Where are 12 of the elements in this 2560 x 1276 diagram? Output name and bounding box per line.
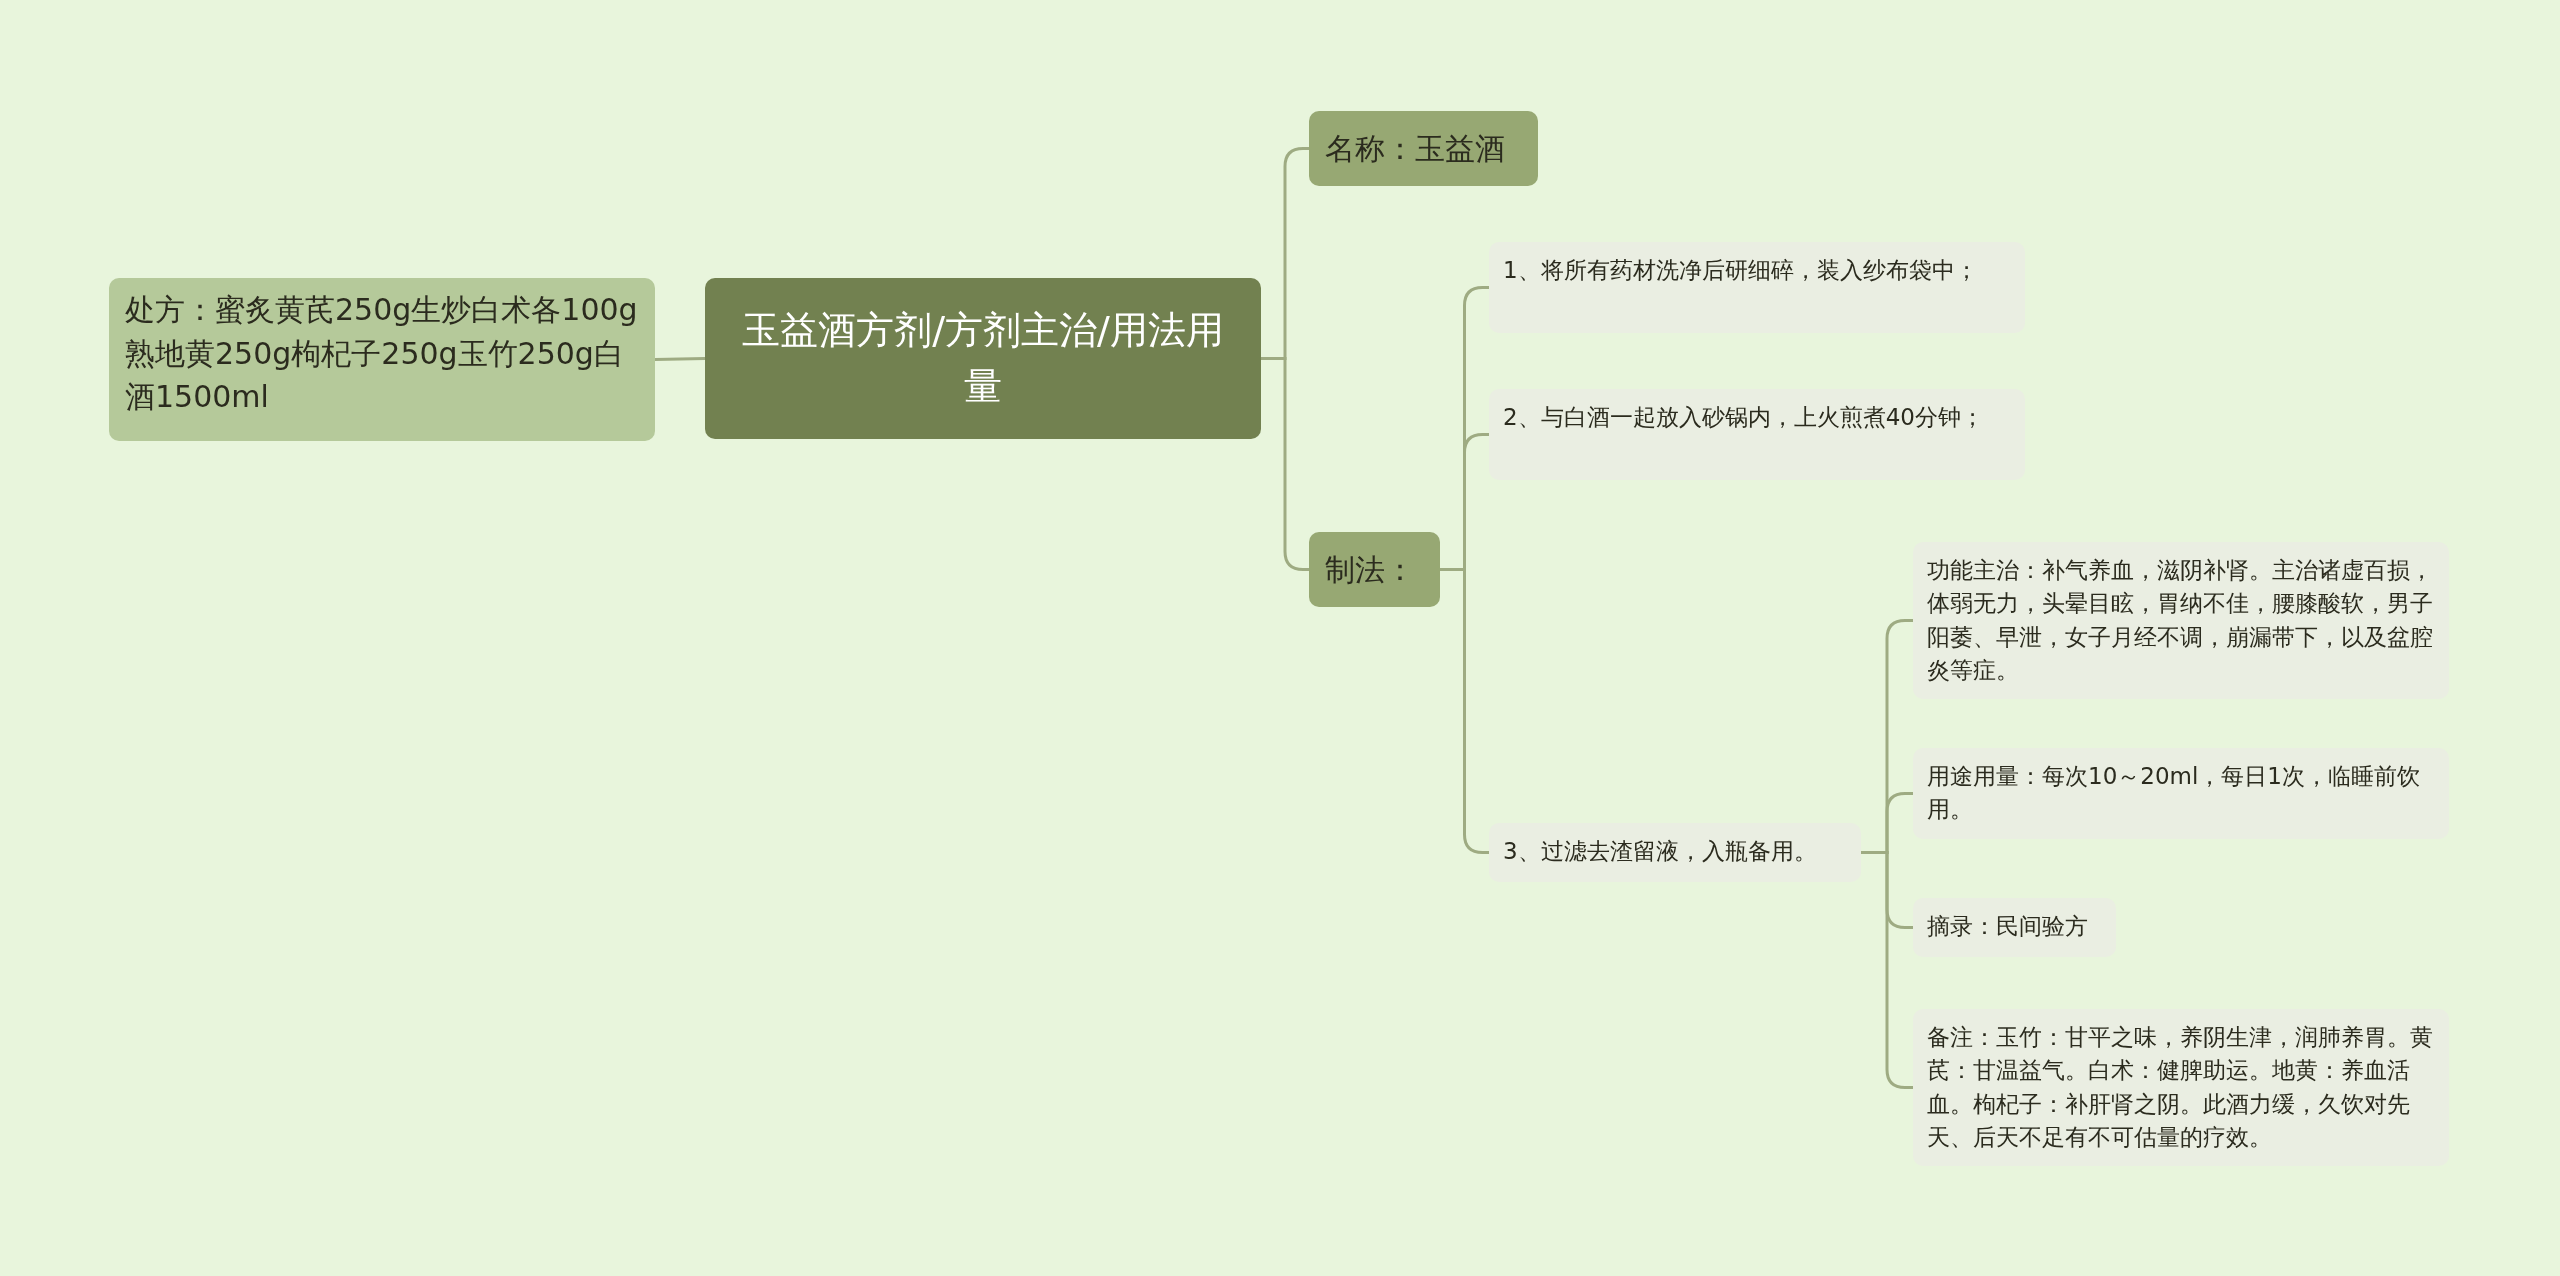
topic-box: 功能主治：补气养血，滋阴补肾。主治诸虚百损，体弱无力，头晕目眩，胃纳不佳，腰膝酸软，男子阳萎、早泄，女子月经不调，崩漏带下，以及盆腔炎等症。 xyxy=(1913,542,2449,700)
connector-line xyxy=(654,357,706,361)
topic-box: 摘录：民间验方 xyxy=(1913,898,2116,957)
topic-box: 玉益酒方剂/方剂主治/用法用量 xyxy=(705,278,1261,439)
topic-box: 3、过滤去渣留液，入瓶备用。 xyxy=(1489,823,1861,882)
topic-box: 用途用量：每次10～20ml，每日1次，临睡前饮用。 xyxy=(1913,748,2449,839)
topic-box: 2、与白酒一起放入砂锅内，上火煎煮40分钟； xyxy=(1489,389,2025,480)
topic-box: 名称：玉益酒 xyxy=(1309,111,1538,186)
topic-box: 1、将所有药材洗净后研细碎，装入纱布袋中； xyxy=(1489,242,2025,333)
topic-box: 处方：蜜炙黄芪250g生炒白术各100g熟地黄250g枸杞子250g玉竹250g白酒1500ml xyxy=(109,278,655,441)
topic-box: 制法： xyxy=(1309,532,1440,607)
topic-box: 备注：玉竹：甘平之味，养阴生津，润肺养胃。黄芪：甘温益气。白术：健脾助运。地黄：养血活血。枸杞子：补肝肾之阴。此酒力缓，久饮对先天、后天不足有不可估量的疗效。 xyxy=(1913,1009,2449,1167)
